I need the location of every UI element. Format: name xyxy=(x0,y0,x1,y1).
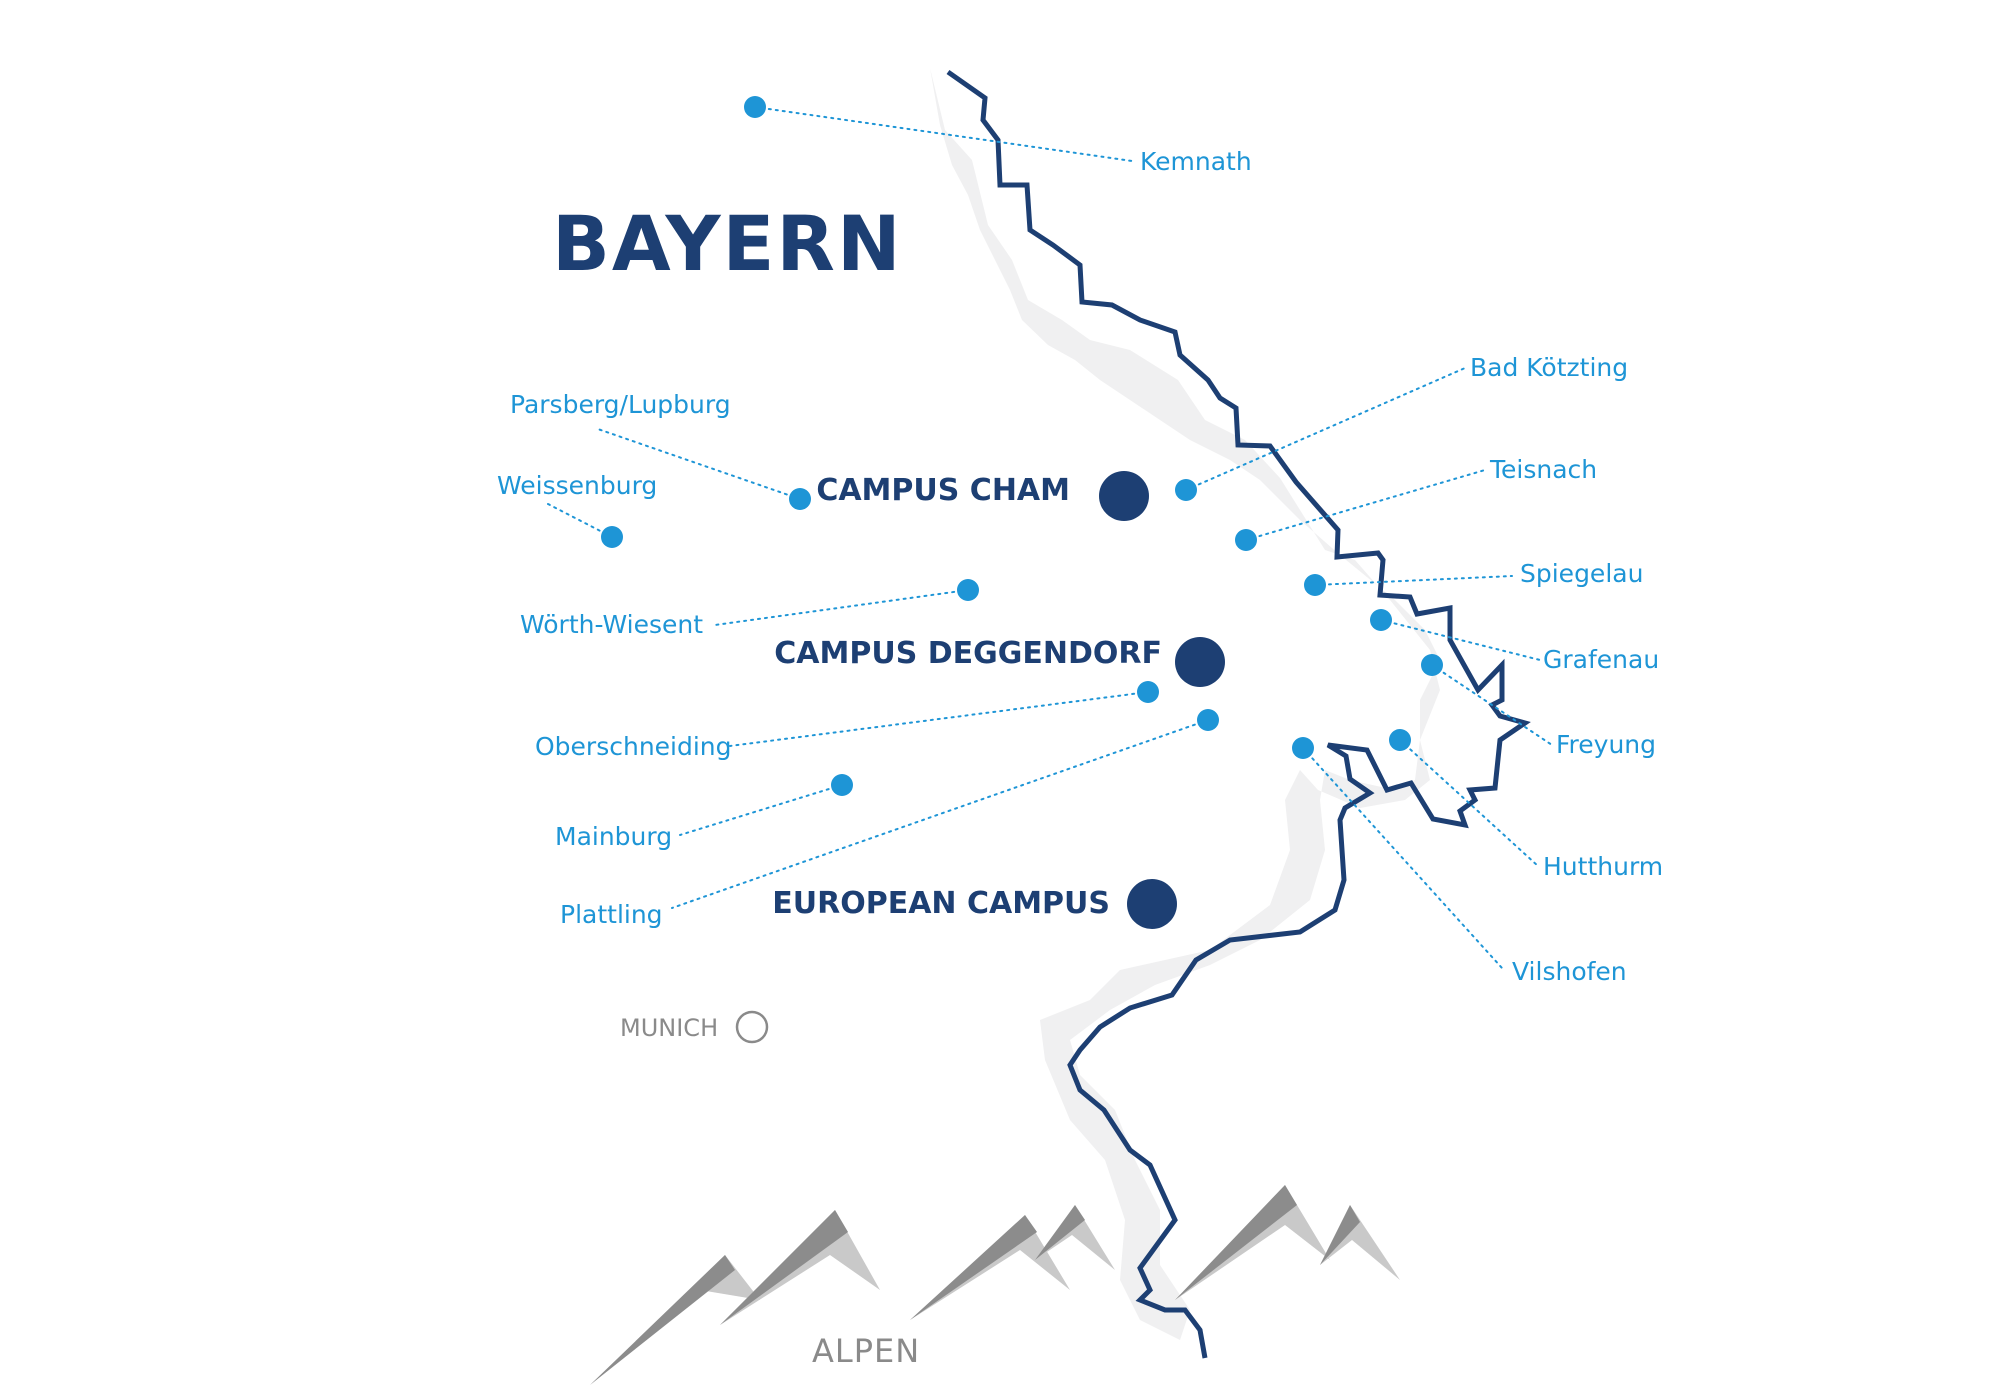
location-label-weissenburg: Weissenburg xyxy=(497,471,657,500)
campus-label-deggendorf: CAMPUS DEGGENDORF xyxy=(774,636,1162,671)
leader-line-bad-koetzting xyxy=(1185,367,1466,491)
leader-line-kemnath xyxy=(754,106,1133,162)
alps-mountains xyxy=(590,1185,1400,1385)
mountain-peak xyxy=(910,1215,1037,1320)
location-label-freyung: Freyung xyxy=(1556,730,1656,759)
mountain-peak xyxy=(910,1215,1070,1320)
leader-line-mainburg xyxy=(679,784,843,836)
mountain-peak xyxy=(1175,1185,1297,1300)
border-shadow xyxy=(930,68,1440,1340)
location-marker-hutthurm[interactable] xyxy=(1389,729,1411,751)
location-marker-oberschneiding[interactable] xyxy=(1137,681,1159,703)
leader-line-parsberg-lupburg xyxy=(594,427,801,500)
mountain-peak xyxy=(720,1210,848,1325)
city-label-munich: MUNICH xyxy=(620,1014,718,1042)
location-label-hutthurm: Hutthurm xyxy=(1543,852,1663,881)
location-label-vilshofen: Vilshofen xyxy=(1512,957,1627,986)
location-marker-freyung[interactable] xyxy=(1421,654,1443,676)
campus-label-cham: CAMPUS CHAM xyxy=(816,473,1070,508)
location-label-parsberg-lupburg: Parsberg/Lupburg xyxy=(510,390,731,419)
location-marker-teisnach[interactable] xyxy=(1235,529,1257,551)
campus-marker-cham[interactable] xyxy=(1099,471,1149,521)
mountain-peak xyxy=(720,1210,880,1325)
location-label-mainburg: Mainburg xyxy=(555,822,672,851)
location-label-kemnath: Kemnath xyxy=(1140,147,1252,176)
mountain-peak xyxy=(1320,1205,1400,1280)
leader-line-plattling xyxy=(671,719,1209,909)
leader-line-hutthurm xyxy=(1399,739,1539,867)
location-marker-woerth-wiesent[interactable] xyxy=(957,579,979,601)
location-label-teisnach: Teisnach xyxy=(1489,455,1597,484)
location-marker-weissenburg[interactable] xyxy=(601,526,623,548)
leader-line-vilshofen xyxy=(1302,747,1503,969)
location-label-oberschneiding: Oberschneiding xyxy=(535,732,732,761)
location-marker-spiegelau[interactable] xyxy=(1304,574,1326,596)
leader-line-oberschneiding xyxy=(729,691,1149,747)
mountain-peak xyxy=(590,1255,760,1385)
leader-line-freyung xyxy=(1431,664,1553,746)
leader-line-woerth-wiesent xyxy=(714,589,969,626)
location-label-woerth-wiesent: Wörth-Wiesent xyxy=(520,610,703,639)
location-marker-plattling[interactable] xyxy=(1197,709,1219,731)
location-marker-kemnath[interactable] xyxy=(744,96,766,118)
mountains-label: ALPEN xyxy=(812,1332,920,1370)
campus-label-european: EUROPEAN CAMPUS xyxy=(772,886,1110,921)
mountain-peak xyxy=(1320,1205,1360,1265)
location-marker-bad-koetzting[interactable] xyxy=(1175,479,1197,501)
location-marker-parsberg-lupburg[interactable] xyxy=(789,488,811,510)
leader-line-weissenburg xyxy=(547,503,613,538)
leader-line-spiegelau xyxy=(1314,575,1513,586)
mountain-peak xyxy=(1035,1205,1085,1260)
location-marker-mainburg[interactable] xyxy=(831,774,853,796)
location-label-spiegelau: Spiegelau xyxy=(1520,559,1643,588)
state-border xyxy=(946,69,1531,1359)
city-marker-munich xyxy=(735,1010,769,1044)
location-marker-vilshofen[interactable] xyxy=(1292,737,1314,759)
location-label-plattling: Plattling xyxy=(560,900,663,929)
leader-line-teisnach xyxy=(1245,469,1486,541)
mountain-peak xyxy=(1175,1185,1330,1300)
campus-marker-european[interactable] xyxy=(1127,879,1177,929)
campus-marker-deggendorf[interactable] xyxy=(1175,637,1225,687)
leader-line-grafenau xyxy=(1380,619,1541,661)
location-label-grafenau: Grafenau xyxy=(1543,645,1659,674)
location-label-bad-koetzting: Bad Kötzting xyxy=(1470,353,1628,382)
region-title: BAYERN xyxy=(552,199,903,288)
mountain-peak xyxy=(590,1255,735,1385)
location-marker-grafenau[interactable] xyxy=(1370,609,1392,631)
